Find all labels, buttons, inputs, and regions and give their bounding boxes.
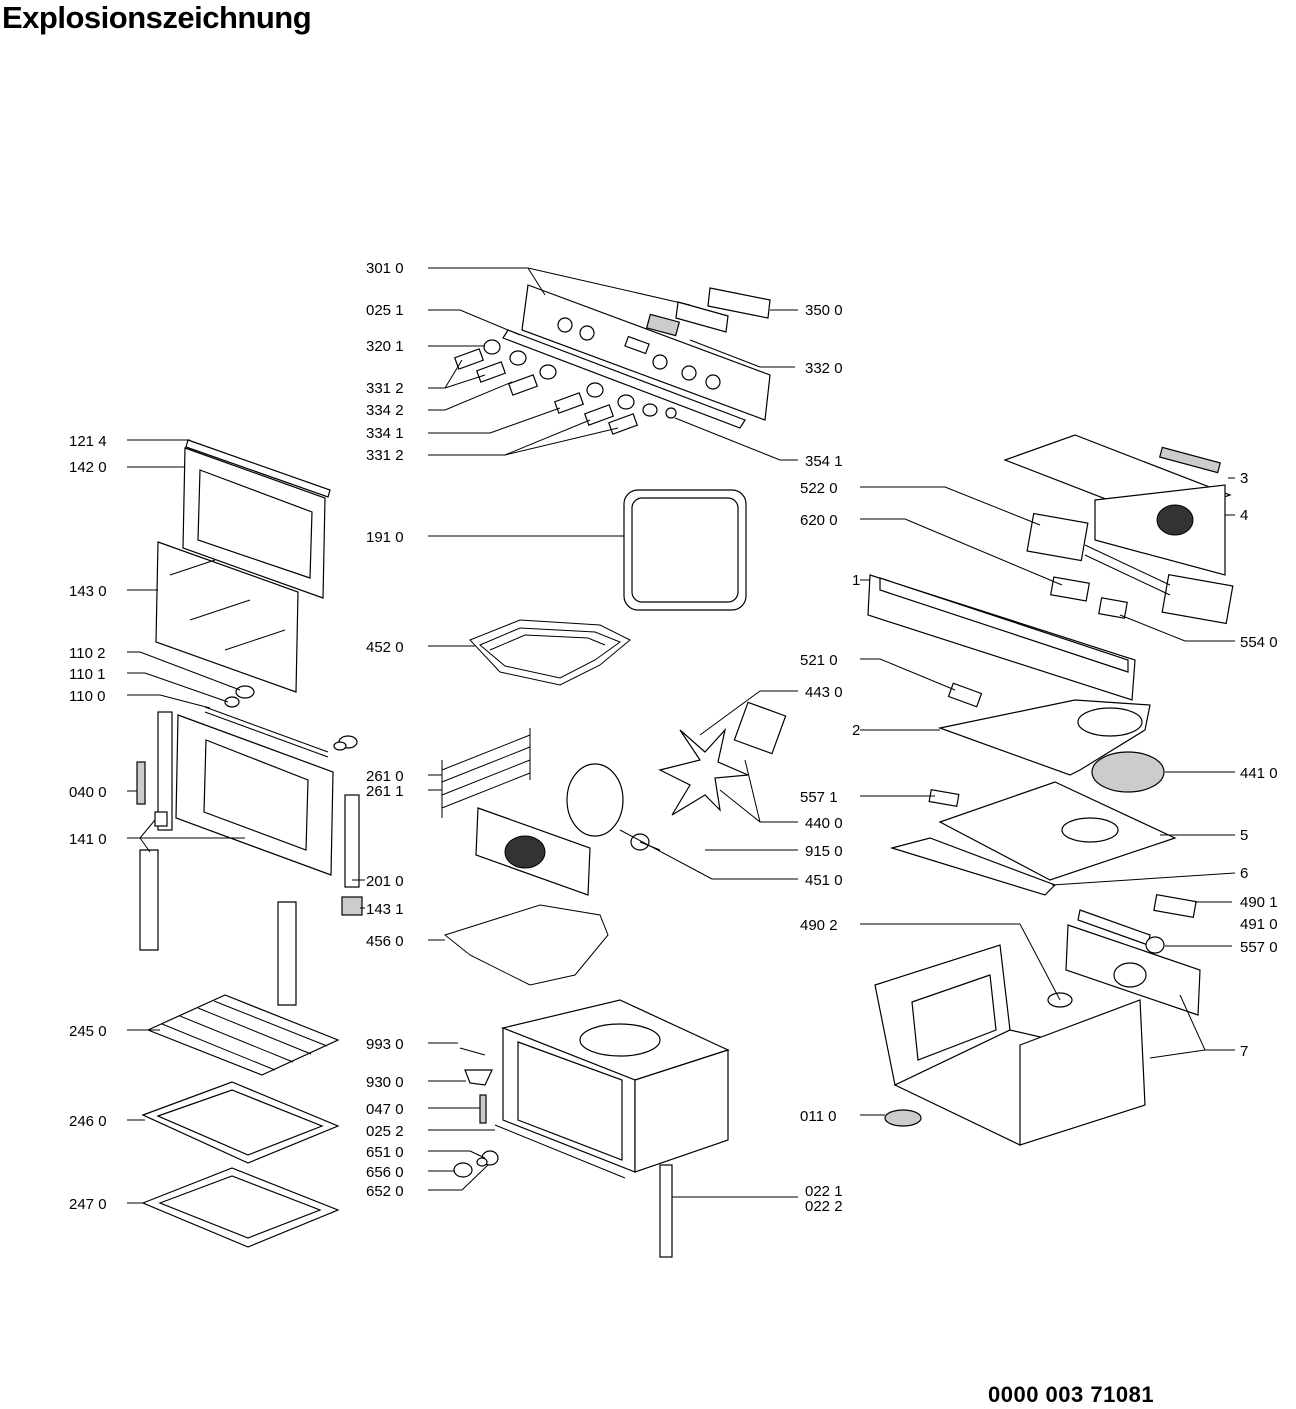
label-246-0: 246 0 — [69, 1113, 107, 1130]
terminal-block-and-relays — [1077, 893, 1197, 954]
label-334-1: 334 1 — [366, 425, 404, 442]
label-025-1: 025 1 — [366, 302, 404, 319]
label-320-1: 320 1 — [366, 338, 404, 355]
door-top-trim — [185, 439, 331, 498]
label-354-1: 354 1 — [805, 453, 843, 470]
control-knobs — [453, 339, 677, 435]
cavity-small-parts — [453, 1047, 626, 1179]
thermostat-safety — [928, 788, 960, 808]
label-110-1: 110 1 — [69, 666, 105, 683]
label-651-0: 651 0 — [366, 1144, 404, 1161]
label-2: 2 — [852, 722, 860, 739]
oven-door-seal-inner — [631, 497, 739, 603]
label-022-1: 022 1 — [805, 1183, 843, 1200]
circular-heating-element — [566, 763, 624, 837]
control-electronics — [1026, 512, 1234, 625]
label-245-0: 245 0 — [69, 1023, 107, 1040]
fan-cover-plate — [475, 807, 591, 896]
label-331-2-a: 331 2 — [366, 380, 404, 397]
label-652-0: 652 0 — [366, 1183, 404, 1200]
label-915-0: 915 0 — [805, 843, 843, 860]
label-350-0: 350 0 — [805, 302, 843, 319]
label-557-1: 557 1 — [800, 789, 838, 806]
fan-baffle — [937, 699, 1151, 776]
label-201-0: 201 0 — [366, 873, 404, 890]
label-191-0: 191 0 — [366, 529, 404, 546]
leader-lines — [127, 267, 1236, 1204]
label-6: 6 — [1240, 865, 1248, 882]
baking-pan — [141, 1167, 340, 1248]
door-glass — [155, 541, 299, 693]
convection-fan-and-motor — [630, 701, 787, 851]
document-number: 0000 003 71081 — [988, 1382, 1155, 1407]
label-440-0: 440 0 — [805, 815, 843, 832]
page-title: Explosionszeichnung — [2, 0, 312, 35]
label-554-0: 554 0 — [1240, 634, 1278, 651]
label-143-1: 143 1 — [366, 901, 404, 918]
label-040-0: 040 0 — [69, 784, 107, 801]
label-331-2-b: 331 2 — [366, 447, 404, 464]
label-557-0: 557 0 — [1240, 939, 1278, 956]
label-110-0: 110 0 — [69, 688, 105, 705]
programmer-module — [645, 287, 771, 337]
label-521-0: 521 0 — [800, 652, 838, 669]
label-261-0: 261 0 — [366, 768, 404, 785]
label-011-0: 011 0 — [800, 1108, 836, 1125]
label-142-0: 142 0 — [69, 459, 107, 476]
label-441-0: 441 0 — [1240, 765, 1278, 782]
label-3: 3 — [1240, 470, 1248, 487]
label-4: 4 — [1240, 507, 1248, 524]
label-110-2: 110 2 — [69, 645, 105, 662]
side-racks — [441, 728, 531, 818]
insulation-plate — [938, 781, 1177, 881]
label-022-2: 022 2 — [805, 1198, 843, 1215]
label-443-0: 443 0 — [805, 684, 843, 701]
label-5: 5 — [1240, 827, 1248, 844]
label-1: 1 — [852, 572, 860, 589]
door-outer-frame — [182, 447, 326, 599]
label-247-0: 247 0 — [69, 1196, 107, 1213]
label-656-0: 656 0 — [366, 1164, 404, 1181]
front-side-rail — [659, 1164, 673, 1258]
bottom-heating-element — [443, 904, 609, 986]
front-duct-frame — [867, 574, 1136, 701]
label-490-2: 490 2 — [800, 917, 838, 934]
wire-shelf — [146, 994, 340, 1076]
label-993-0: 993 0 — [366, 1036, 404, 1053]
part-labels: 301 0 025 1 320 1 331 2 334 2 334 1 331 … — [69, 260, 1278, 1215]
label-490-1: 490 1 — [1240, 894, 1278, 911]
label-047-0: 047 0 — [366, 1101, 404, 1118]
cooling-fan — [1091, 751, 1165, 793]
label-025-2: 025 2 — [366, 1123, 404, 1140]
label-451-0: 451 0 — [805, 872, 843, 889]
door-switch — [947, 682, 983, 708]
label-930-0: 930 0 — [366, 1074, 404, 1091]
label-301-0: 301 0 — [366, 260, 404, 277]
grill-element — [469, 619, 631, 686]
top-cover-assembly — [1003, 434, 1232, 576]
rear-panel — [1065, 924, 1201, 1016]
label-261-1: 261 1 — [366, 783, 404, 800]
label-456-0: 456 0 — [366, 933, 404, 950]
label-332-0: 332 0 — [805, 360, 843, 377]
label-522-0: 522 0 — [800, 480, 838, 497]
door-side-rail — [341, 794, 363, 916]
control-panel-fascia — [502, 284, 771, 429]
label-620-0: 620 0 — [800, 512, 838, 529]
label-7: 7 — [1240, 1043, 1248, 1060]
door-hinge-parts — [204, 685, 358, 758]
oven-cavity — [501, 999, 730, 1173]
casing-foot — [884, 1109, 922, 1127]
label-121-4: 121 4 — [69, 433, 107, 450]
door-inner-frame — [136, 711, 334, 1006]
label-143-0: 143 0 — [69, 583, 107, 600]
label-452-0: 452 0 — [366, 639, 404, 656]
outer-casing — [874, 944, 1146, 1146]
baking-tray — [141, 1081, 340, 1164]
label-141-0: 141 0 — [69, 831, 107, 848]
label-491-0: 491 0 — [1240, 916, 1278, 933]
label-334-2: 334 2 — [366, 402, 404, 419]
